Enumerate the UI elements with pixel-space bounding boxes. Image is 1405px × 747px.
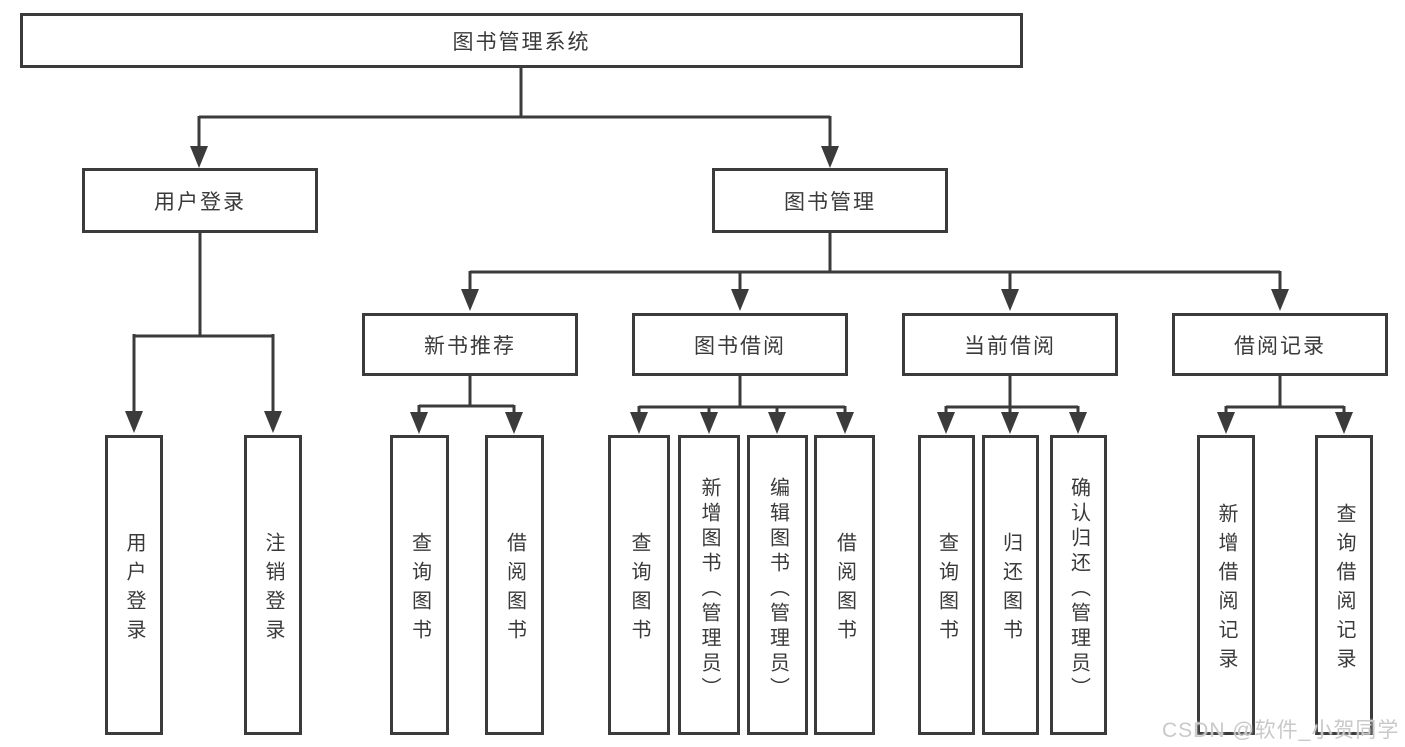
node-label: 新增借阅记录 (1215, 502, 1237, 677)
node-label: 注销登录 (262, 531, 284, 648)
leaf-query-borrow-record: 查询借阅记录 (1315, 435, 1373, 735)
node-label: 查询图书 (628, 531, 650, 648)
node-borrow-records: 借阅记录 (1172, 313, 1388, 376)
leaf-logout: 注销登录 (244, 435, 302, 735)
node-label: 查询借阅记录 (1333, 502, 1355, 677)
leaf-confirm-return-admin: 确认归还（管理员） (1050, 435, 1107, 735)
node-label: 编辑图书（管理员） (766, 477, 789, 702)
node-label: 图书借阅 (694, 334, 786, 358)
node-library-system: 图书管理系统 (20, 13, 1023, 68)
node-label: 归还图书 (999, 531, 1022, 648)
node-user-login: 用户登录 (82, 168, 318, 233)
leaf-add-borrow-record: 新增借阅记录 (1197, 435, 1255, 735)
leaf-query-books-recommend: 查询图书 (390, 435, 449, 735)
leaf-borrow-books: 借阅图书 (814, 435, 875, 735)
node-label: 借阅图书 (503, 531, 526, 648)
node-book-borrow: 图书借阅 (632, 313, 848, 376)
node-current-borrow: 当前借阅 (902, 313, 1118, 376)
node-label: 用户登录 (154, 190, 246, 214)
leaf-edit-books-admin: 编辑图书（管理员） (747, 435, 808, 735)
csdn-watermark: CSDN @软件_小贺同学 (1162, 719, 1400, 742)
node-label: 新增图书（管理员） (698, 477, 720, 702)
leaf-add-books-admin: 新增图书（管理员） (678, 435, 740, 735)
node-label: 借阅图书 (833, 531, 856, 648)
node-book-management: 图书管理 (712, 168, 948, 233)
node-label: 用户登录 (123, 531, 145, 648)
node-label: 查询图书 (935, 531, 958, 648)
node-label: 图书管理 (784, 190, 876, 214)
leaf-query-current: 查询图书 (918, 435, 975, 735)
node-label: 图书管理系统 (452, 30, 591, 54)
node-label: 当前借阅 (964, 334, 1056, 358)
node-label: 借阅记录 (1234, 334, 1326, 358)
leaf-user-login: 用户登录 (105, 435, 163, 735)
leaf-return-books: 归还图书 (982, 435, 1039, 735)
leaf-borrow-books-recommend: 借阅图书 (485, 435, 544, 735)
node-label: 确认归还（管理员） (1067, 477, 1090, 702)
node-label: 新书推荐 (424, 334, 516, 358)
node-new-book-recommend: 新书推荐 (362, 313, 578, 376)
leaf-query-books: 查询图书 (608, 435, 670, 735)
node-label: 查询图书 (408, 531, 431, 648)
